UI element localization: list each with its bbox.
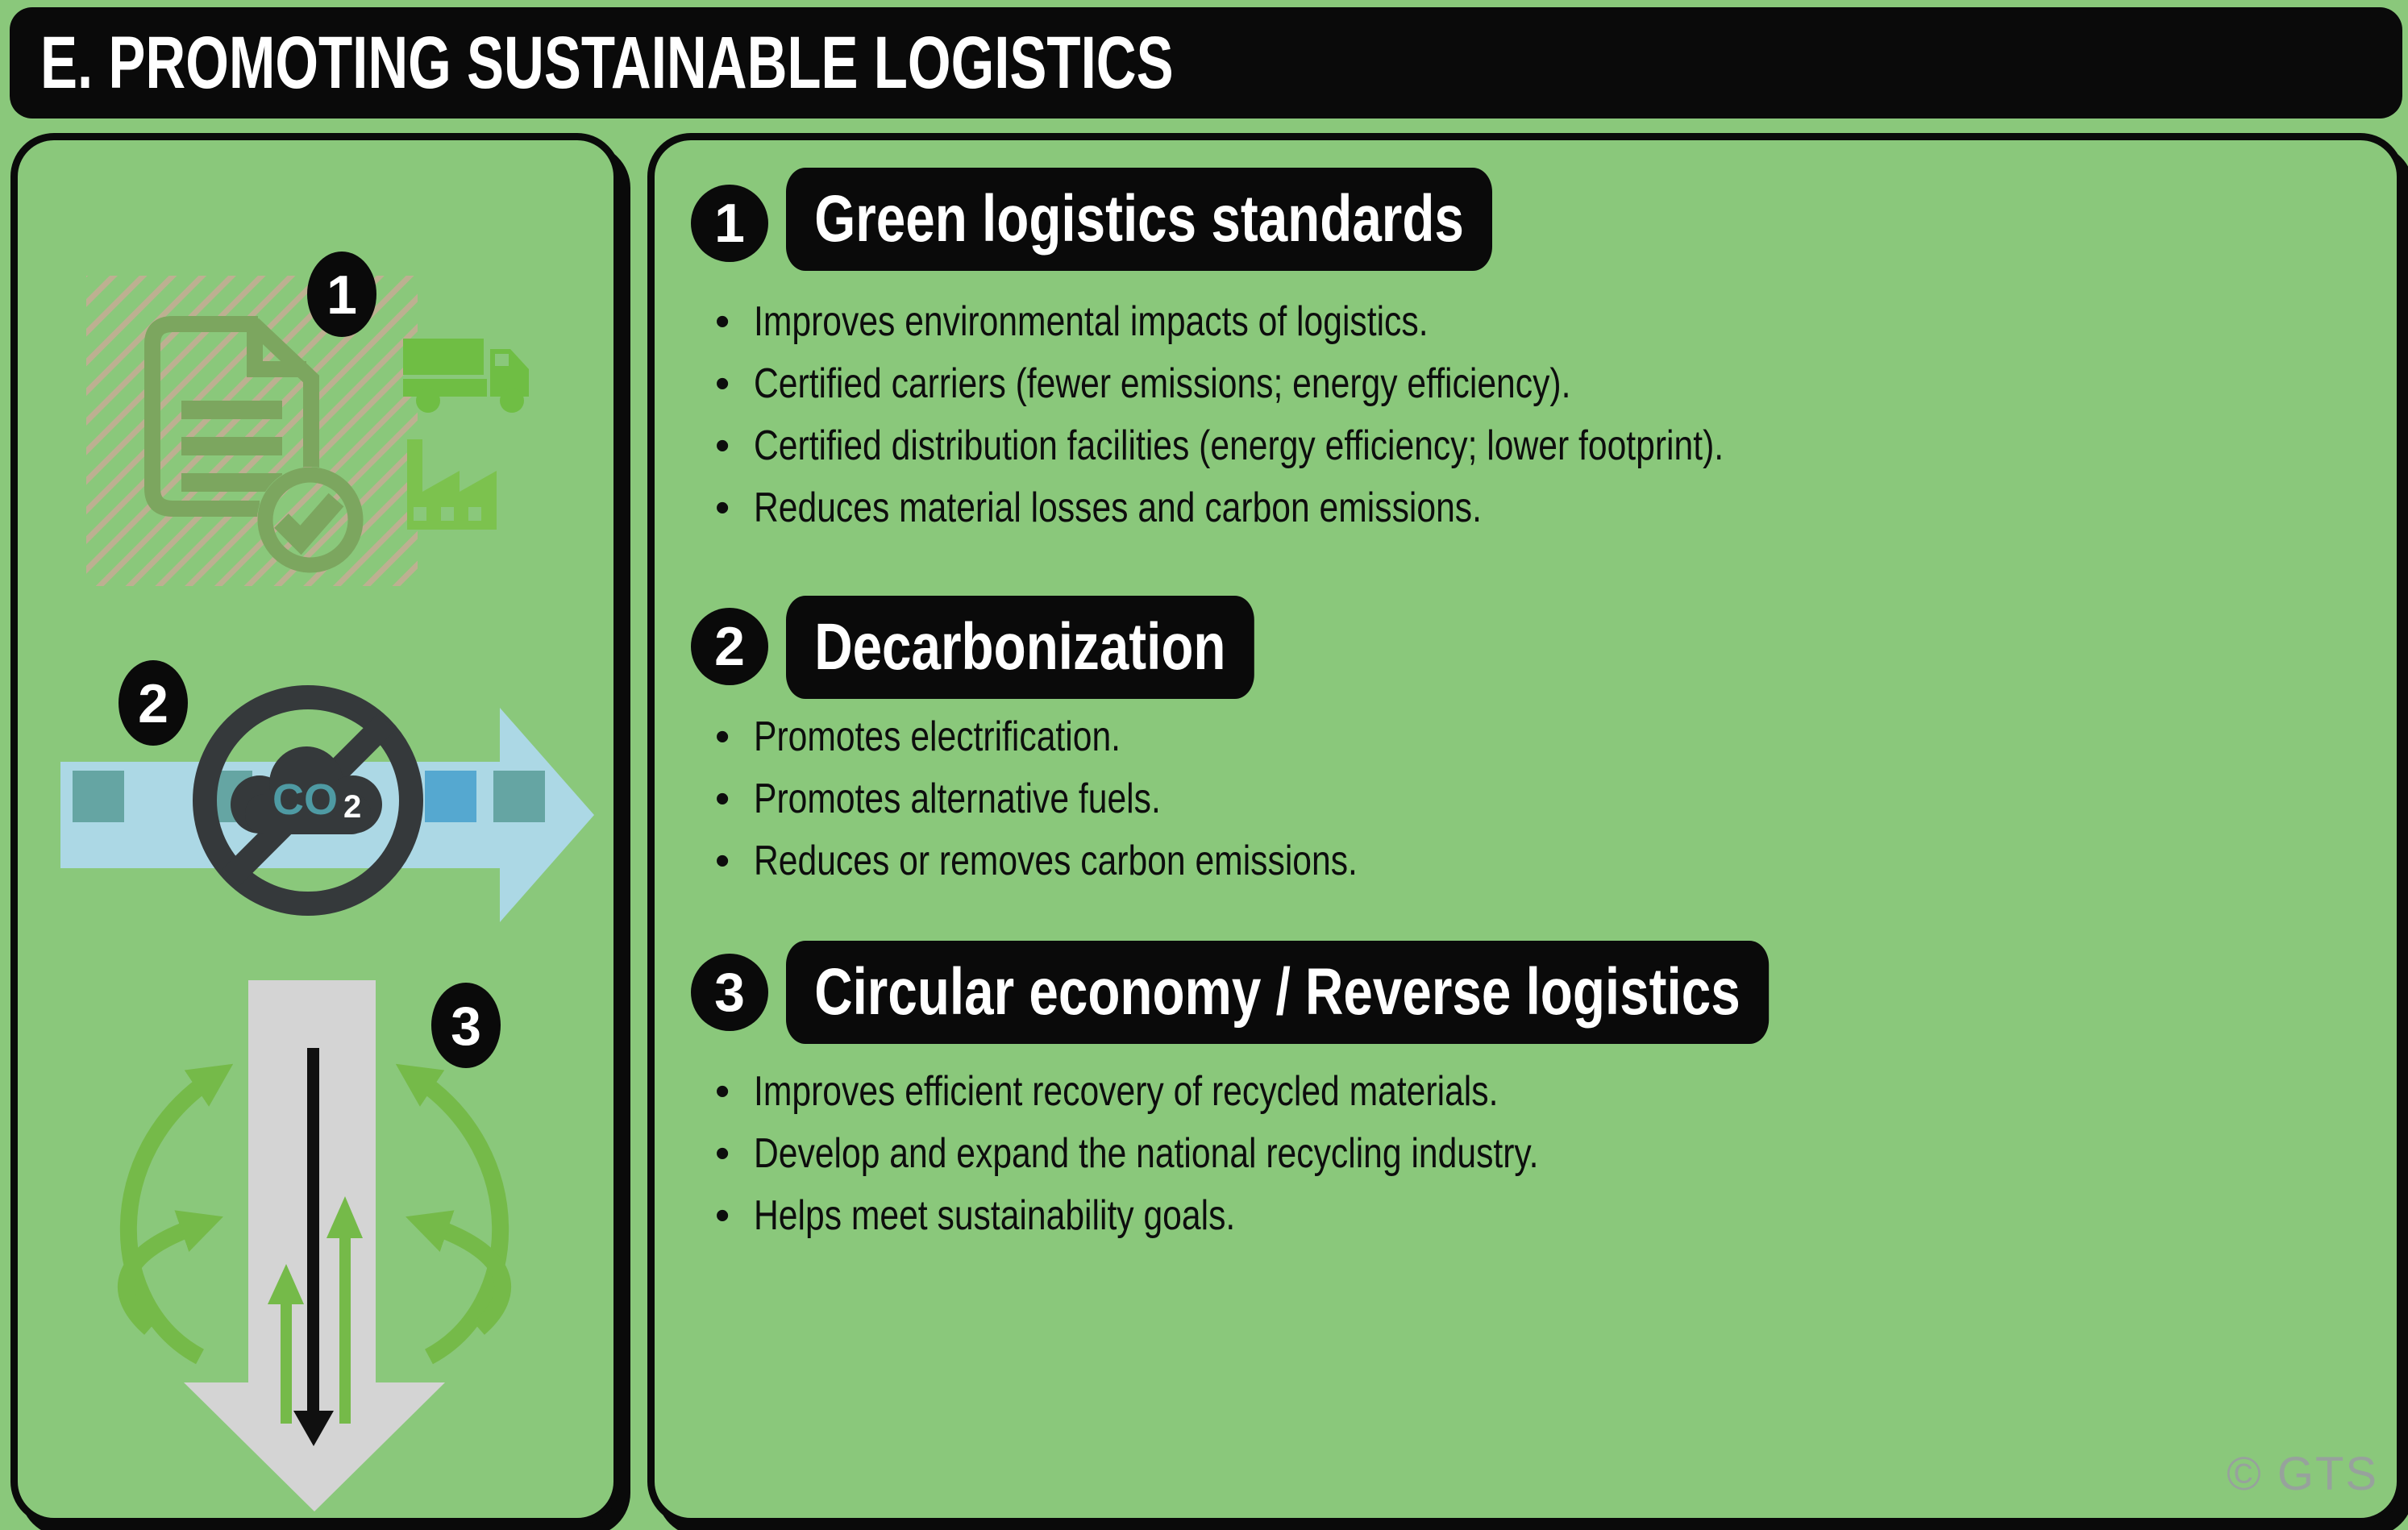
topics-panel: 1 Green logistics standards Improves env… <box>647 133 2404 1525</box>
step-2-badge <box>119 660 188 746</box>
document-text-lines <box>181 401 282 492</box>
co2-subscript: 2 <box>343 789 361 825</box>
step-3-badge <box>431 983 501 1068</box>
step-1-badge-number: 1 <box>326 264 357 326</box>
green-standards-illustration: 1 <box>86 252 529 586</box>
bullet-item: Reduces or removes carbon emissions. <box>713 830 1490 892</box>
truck-window <box>495 354 509 366</box>
section-3-bullets: Improves efficient recovery of recycled … <box>713 1061 1711 1247</box>
truck-icon <box>403 339 529 413</box>
bullet-item: Improves environmental impacts of logist… <box>713 291 1936 353</box>
co2-cloud <box>231 746 382 834</box>
bullet-item: Certified carriers (fewer emissions; ene… <box>713 353 1936 415</box>
bullet-item: Helps meet sustainability goals. <box>713 1185 1711 1247</box>
illustration-panel: 1 <box>10 133 621 1525</box>
black-down-arrow-icon <box>293 1048 334 1446</box>
factory-windows <box>414 507 481 521</box>
step-1-badge <box>307 252 376 337</box>
section-3-badge: 3 <box>691 954 768 1031</box>
page-title: E. PROMOTING SUSTAINABLE LOGISTICS <box>40 21 1174 104</box>
section-2-heading: Decarbonization <box>786 596 1254 699</box>
step-2-badge-number: 2 <box>138 673 168 734</box>
no-co2-icon: CO 2 <box>193 685 423 916</box>
step-3-badge-number: 3 <box>451 996 481 1057</box>
title-bar: E. PROMOTING SUSTAINABLE LOGISTICS <box>10 7 2402 118</box>
bullet-item: Certified distribution facilities (energ… <box>713 415 1936 477</box>
circular-economy-illustration: 3 <box>117 980 512 1511</box>
co2-label: CO <box>272 775 338 824</box>
section-1-bullets: Improves environmental impacts of logist… <box>713 291 1936 539</box>
check-circle-icon <box>257 467 364 573</box>
section-2-bullets: Promotes electrification. Promotes alter… <box>713 706 1490 892</box>
bullet-item: Promotes alternative fuels. <box>713 768 1490 830</box>
green-up-arrows <box>268 1196 363 1424</box>
section-2-badge: 2 <box>691 608 768 685</box>
check-mark-icon <box>274 493 344 555</box>
bullet-item: Reduces material losses and carbon emiss… <box>713 477 1936 539</box>
copyright-watermark: © GTS <box>2227 1448 2379 1500</box>
illustration-graphics: 1 <box>60 252 594 1511</box>
bullet-item: Improves efficient recovery of recycled … <box>713 1061 1711 1123</box>
section-1-heading: Green logistics standards <box>786 168 1493 271</box>
bullet-item: Promotes electrification. <box>713 706 1490 768</box>
certified-document-icon <box>144 316 319 517</box>
bullet-item: Develop and expand the national recyclin… <box>713 1123 1711 1185</box>
decarbonization-illustration: CO 2 2 <box>60 660 594 922</box>
recycle-curved-arrows <box>117 1063 512 1365</box>
section-3-heading: Circular economy / Reverse logistics <box>786 941 1769 1044</box>
section-1-badge: 1 <box>691 185 768 262</box>
